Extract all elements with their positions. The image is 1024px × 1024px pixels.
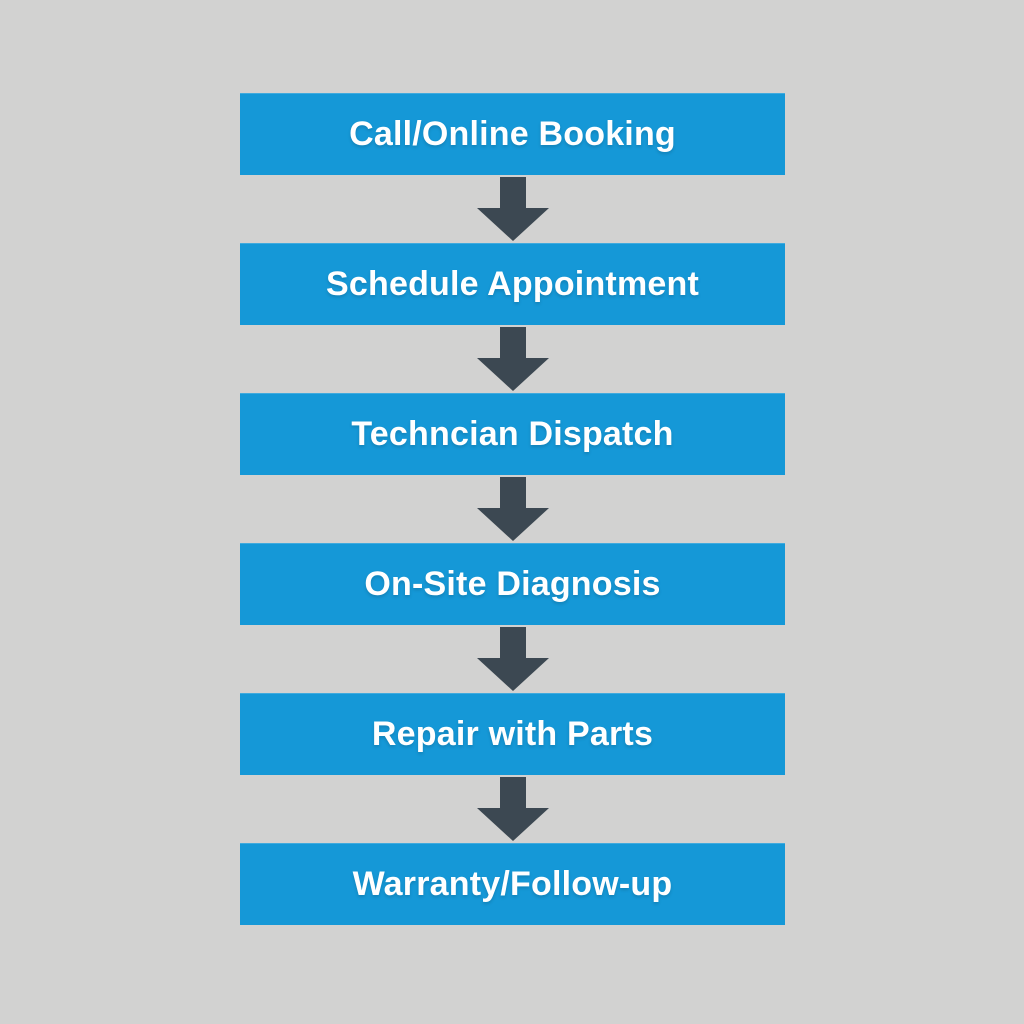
step-label: Call/Online Booking — [349, 114, 676, 153]
flow-step-schedule-appointment: Schedule Appointment — [240, 243, 785, 325]
flow-step-technician-dispatch: Techncian Dispatch — [240, 393, 785, 475]
flow-step-repair-with-parts: Repair with Parts — [240, 693, 785, 775]
step-label: Schedule Appointment — [326, 264, 699, 303]
step-label: Techncian Dispatch — [351, 414, 674, 453]
flow-step-warranty-follow-up: Warranty/Follow-up — [240, 843, 785, 925]
flow-step-call-online-booking: Call/Online Booking — [240, 93, 785, 175]
arrow-down-icon — [476, 327, 549, 391]
step-label: On-Site Diagnosis — [364, 564, 661, 603]
arrow-down-icon — [476, 177, 549, 241]
arrow-down-icon — [476, 777, 549, 841]
flow-step-on-site-diagnosis: On-Site Diagnosis — [240, 543, 785, 625]
step-label: Repair with Parts — [371, 714, 654, 753]
flowchart: Call/Online Booking Schedule Appointment… — [240, 93, 785, 925]
step-label: Warranty/Follow-up — [352, 864, 673, 903]
arrow-down-icon — [476, 477, 549, 541]
arrow-down-icon — [476, 627, 549, 691]
